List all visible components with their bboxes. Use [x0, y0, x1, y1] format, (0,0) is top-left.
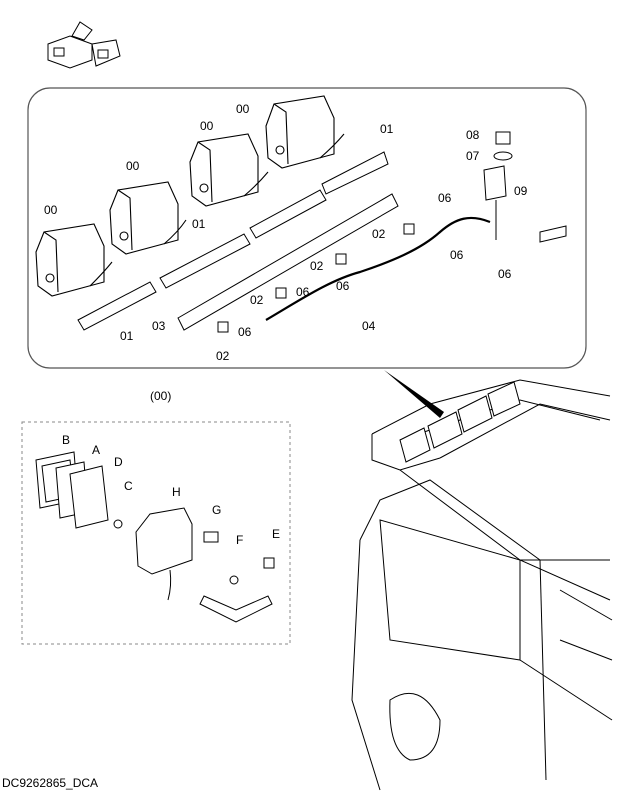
switch-assembly — [483, 131, 567, 243]
callout-bolt-top: 08 — [466, 128, 480, 142]
detail-callout-gasket: D — [114, 455, 123, 469]
callout-clamp-f: 06 — [498, 267, 512, 281]
work-lamp-2 — [109, 181, 187, 255]
callout-bolt-a: 02 — [372, 227, 386, 241]
orientation-icon — [47, 21, 121, 69]
detail-callout-bolt: G — [212, 503, 221, 517]
callout-clamp-c: 06 — [336, 279, 350, 293]
callout-clamp-a: 06 — [238, 325, 252, 339]
wire-harness — [265, 216, 491, 321]
detail-callout-rim: B — [62, 433, 70, 447]
detail-callout-nut: E — [272, 527, 280, 541]
callout-clamp-d: 06 — [438, 191, 452, 205]
callout-bracket-a: 01 — [380, 122, 394, 136]
drawing-code: DC9262865_DCA — [2, 776, 99, 790]
location-pointer — [384, 370, 444, 418]
lamp-bracket — [77, 151, 389, 331]
callout-lamp-4: 00 — [236, 102, 250, 116]
callout-lamp-1: 00 — [44, 203, 58, 217]
callout-bracket-b: 01 — [192, 217, 206, 231]
callout-bracket-c: 01 — [120, 329, 134, 343]
callout-bolt-b: 02 — [310, 259, 324, 273]
detail-title: (00) — [150, 389, 171, 403]
cab-roof-lamps — [399, 381, 521, 463]
callout-clamp-b: 06 — [296, 285, 310, 299]
detail-callout-housing: H — [172, 485, 181, 499]
detail-callout-lens: A — [92, 443, 100, 457]
callout-switch: 09 — [514, 184, 528, 198]
callout-harness: 04 — [362, 319, 376, 333]
machine-cab — [351, 379, 613, 791]
work-lamp-3 — [189, 133, 269, 207]
callout-screw-top: 07 — [466, 149, 480, 163]
assembly-panel — [27, 87, 587, 369]
work-lamp-1 — [35, 223, 113, 297]
detail-box — [21, 421, 291, 645]
detail-callout-washer: F — [236, 533, 243, 547]
callout-lamp-2: 00 — [126, 159, 140, 173]
work-lamp-4 — [265, 95, 345, 169]
callout-bolt-c: 02 — [250, 293, 264, 307]
callout-bar: 03 — [152, 319, 166, 333]
callout-lamp-3: 00 — [200, 119, 214, 133]
detail-callout-bulb: C — [124, 479, 133, 493]
lamp-exploded-view — [35, 451, 275, 623]
bolts — [217, 223, 415, 333]
callout-bolt-d: 02 — [216, 349, 230, 363]
mounting-bar — [177, 193, 399, 331]
callout-clamp-e: 06 — [450, 248, 464, 262]
